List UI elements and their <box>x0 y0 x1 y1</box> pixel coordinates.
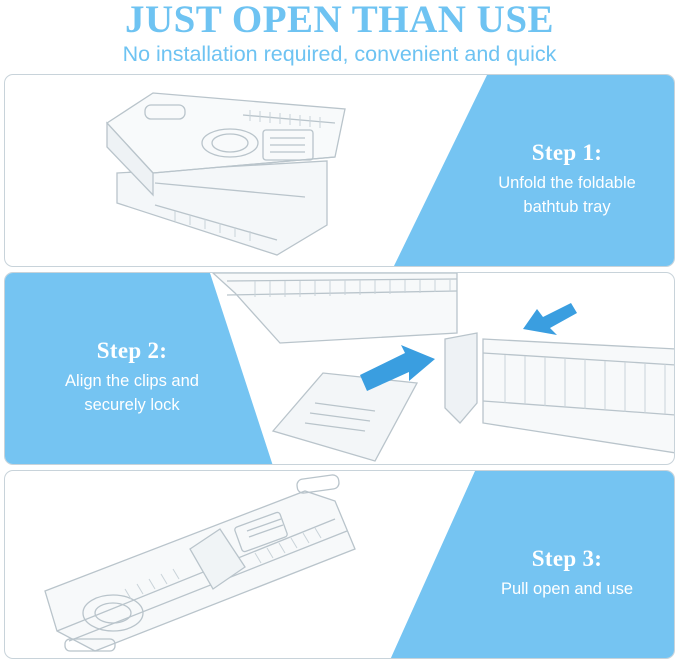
step-3-desc-line1: Pull open and use <box>500 580 634 598</box>
extended-tray-illustration <box>44 471 674 658</box>
step-3-title: Step 3: <box>531 546 603 571</box>
step-3-panel: Step 3: Pull open and use <box>4 470 675 659</box>
step-1-panel: Step 1: Unfold the foldable bathtub tray <box>4 74 675 267</box>
step-2-title: Step 2: <box>96 338 168 363</box>
extended-tray-image <box>44 474 356 652</box>
folded-tray-illustration <box>106 75 674 266</box>
step-1-text: Step 1: Unfold the foldable bathtub tray <box>467 139 667 219</box>
step-2-desc-line1: Align the clips and <box>65 372 199 390</box>
step-2-desc-line2: securely lock <box>84 396 180 414</box>
step-1-desc-line2: bathtub tray <box>523 198 611 216</box>
arrow-right-icon <box>360 345 435 391</box>
page-subtitle: No installation required, convenient and… <box>122 42 557 66</box>
blue-diagonal-band <box>5 273 273 464</box>
step-3-text: Step 3: Pull open and use <box>467 545 667 601</box>
page-title: JUST OPEN THAN USE <box>124 0 555 41</box>
rail-ribs <box>124 527 322 600</box>
step-1-title: Step 1: <box>531 140 603 165</box>
blue-diagonal-band <box>393 75 674 266</box>
step-1-desc-line1: Unfold the foldable <box>498 174 636 192</box>
clip-lock-image <box>212 273 674 462</box>
step-2-text: Step 2: Align the clips and securely loc… <box>17 337 247 417</box>
rail-ribs <box>254 279 666 414</box>
rail-ribs <box>174 110 321 241</box>
step-2-panel: Step 2: Align the clips and securely loc… <box>4 272 675 465</box>
folded-tray-image <box>106 92 346 256</box>
blue-diagonal-band <box>390 471 674 658</box>
clip-lock-illustration <box>5 273 674 464</box>
arrow-left-icon <box>523 303 577 335</box>
